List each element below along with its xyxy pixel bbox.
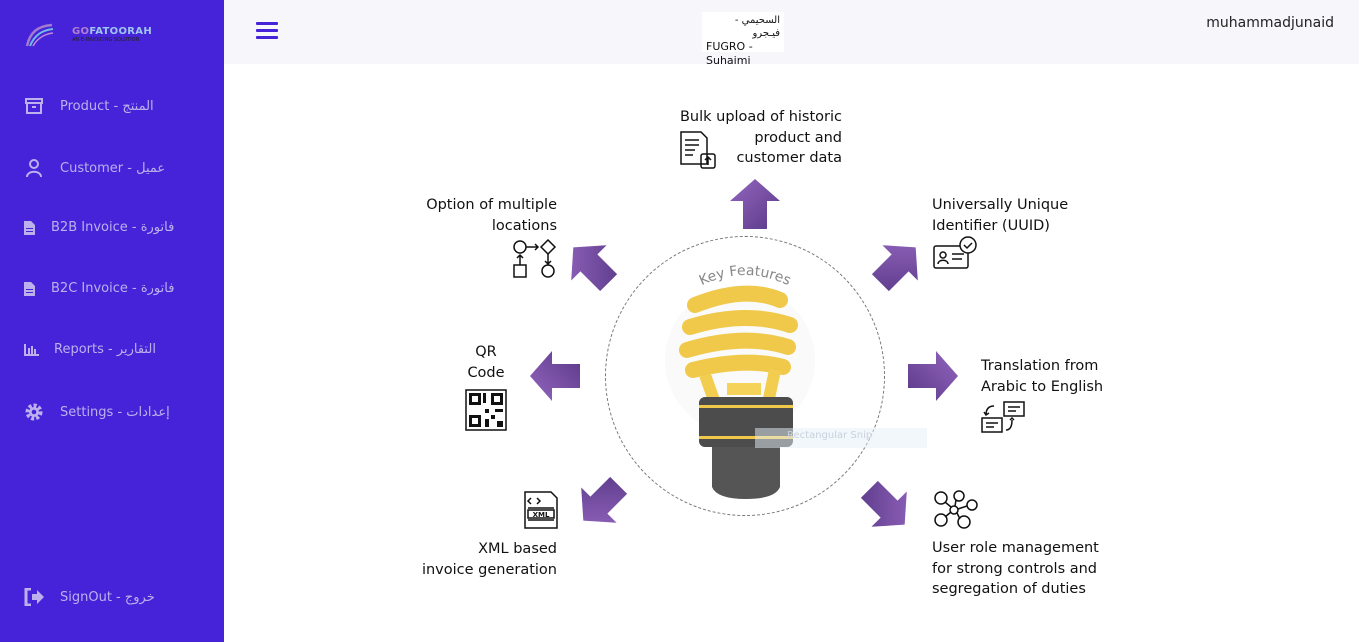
- snip-overlay: Rectangular Snip: [755, 428, 927, 448]
- brand-logo[interactable]: GOFATOORAH AN E-INVOICING SOLUTION: [24, 22, 152, 48]
- feature-text-line: segregation of duties: [932, 581, 1086, 597]
- signout-label: SignOut - خروج: [60, 589, 155, 605]
- feature-bulk-upload: Bulk upload of historic product and custom…: [680, 107, 842, 169]
- feature-text-line: QR: [475, 344, 497, 360]
- translation-chat-icon: [981, 401, 1025, 433]
- feature-text-line: locations: [491, 217, 557, 234]
- arrow-up-left-icon: [571, 245, 618, 292]
- username[interactable]: muhammadjunaid: [1206, 15, 1334, 31]
- xml-file-icon: XML: [524, 491, 558, 529]
- chart-icon: [24, 343, 39, 356]
- signout-icon: [24, 588, 44, 606]
- client-logo-arabic: السحيمي - فيـجرو: [734, 15, 780, 39]
- sidebar-item-label: Customer - عميل: [60, 160, 166, 176]
- brand-name-fatoorah: FATOORAH: [89, 26, 152, 37]
- sidebar-item-b2b-invoice[interactable]: B2B Invoice - فاتورة: [24, 220, 174, 235]
- feature-text-line: customer data: [736, 150, 842, 166]
- logo-wave-icon: [25, 23, 54, 47]
- sidebar-item-label: B2C Invoice - فاتورة: [51, 281, 175, 296]
- feature-text-line: Universally Unique: [932, 197, 1069, 213]
- menu-toggle-button[interactable]: [256, 22, 278, 40]
- user-network-icon: [934, 490, 978, 529]
- archive-icon: [25, 98, 43, 114]
- sidebar-item-label: Product - المنتج: [60, 98, 154, 114]
- feature-multiple-locations: Option of multiple locations: [426, 195, 557, 236]
- sidebar-item-customer[interactable]: Customer - عميل: [24, 158, 165, 178]
- top-header: السحيمي - فيـجرو FUGRO - Suhaimi muhamma…: [224, 0, 1359, 67]
- sidebar-item-b2c-invoice[interactable]: B2C Invoice - فاتورة: [24, 281, 174, 296]
- signout-button[interactable]: SignOut - خروج: [24, 588, 155, 606]
- feature-text-line: Bulk upload of historic: [679, 109, 842, 125]
- feature-text-line: Code: [467, 364, 505, 381]
- feature-text-line: Option of multiple: [426, 197, 557, 213]
- arrow-down-left-icon: [581, 476, 628, 523]
- brand-name-go: GO: [72, 26, 90, 37]
- flowchart-icon: [513, 239, 557, 278]
- arrow-right-icon: [908, 351, 958, 401]
- feature-text-line: product and: [754, 129, 842, 146]
- feature-text-line: invoice generation: [421, 561, 557, 578]
- sidebar-item-label: B2B Invoice - فاتورة: [51, 220, 175, 235]
- arrow-left-icon: [530, 351, 580, 401]
- arrow-down-right-icon: [860, 480, 907, 527]
- feature-qr-code: QR Code: [466, 342, 506, 383]
- gear-icon: [25, 403, 43, 421]
- feature-text-line: Translation from: [981, 358, 1099, 374]
- id-card-check-icon: [933, 236, 977, 269]
- sidebar: GOFATOORAH AN E-INVOICING SOLUTION Produ…: [0, 0, 224, 642]
- user-icon: [26, 159, 42, 178]
- feature-user-roles: User role management for strong controls …: [932, 538, 1099, 600]
- svg-text:XML: XML: [533, 511, 550, 519]
- lightbulb-icon: [665, 285, 815, 499]
- key-features-circle: [605, 236, 885, 516]
- arrow-up-icon: [730, 179, 780, 229]
- feature-text-line: Identifier (UUID): [932, 217, 1050, 234]
- document-upload-icon: [680, 131, 716, 169]
- sidebar-item-label: Reports - التقارير: [54, 342, 156, 357]
- client-logo: السحيمي - فيـجرو FUGRO - Suhaimi: [702, 12, 784, 67]
- sidebar-item-label: Settings - إعدادات: [60, 404, 170, 420]
- key-features-label: Key Features: [697, 263, 793, 289]
- feature-text-line: User role management: [932, 540, 1099, 556]
- client-logo-english: FUGRO - Suhaimi: [706, 40, 753, 68]
- file-icon: [24, 220, 35, 235]
- feature-text-line: Arabic to English: [981, 378, 1104, 395]
- arrow-up-right-icon: [871, 245, 918, 292]
- sidebar-item-product[interactable]: Product - المنتج: [24, 97, 154, 115]
- feature-xml: XML based invoice generation: [422, 539, 557, 580]
- file-icon: [24, 281, 35, 296]
- sidebar-item-settings[interactable]: Settings - إعدادات: [24, 402, 170, 422]
- feature-text-line: for strong controls and: [932, 560, 1098, 577]
- sidebar-item-reports[interactable]: Reports - التقارير: [24, 342, 156, 357]
- feature-text-line: XML based: [478, 541, 557, 557]
- qr-code-icon: [465, 389, 507, 431]
- brand-tagline: AN E-INVOICING SOLUTION: [72, 37, 140, 43]
